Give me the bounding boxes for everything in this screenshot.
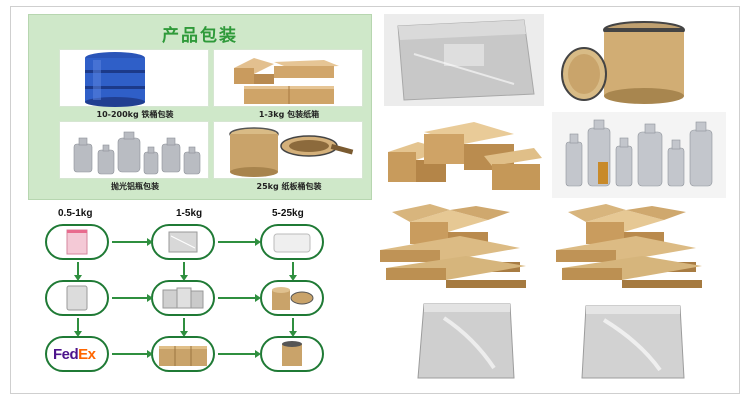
cardboard-boxes-image: [213, 49, 363, 107]
flow-arrow-down: [180, 262, 188, 281]
flow-arrow-down: [74, 262, 82, 281]
fiber-drums-image: [213, 121, 363, 179]
steel-drum-caption: 10-200kg 铁桶包装: [96, 110, 174, 119]
flow-arrow-right: [112, 238, 153, 246]
steel-drum-image: [59, 49, 209, 107]
flow-arrow-down: [289, 318, 297, 337]
flow-arrow-down: [74, 318, 82, 337]
flow-column-header-3: 5-25kg: [272, 208, 304, 219]
cardboard-boxes-caption: 1-3kg 包装纸箱: [258, 110, 320, 119]
panel-title: 产品包装: [162, 26, 238, 46]
flow-node-foil-bags: [151, 224, 215, 260]
aluminum-bottles-image: [59, 121, 209, 179]
flow-column-header-1: 0.5-1kg: [58, 208, 93, 219]
carton-boxes-photo: [384, 112, 544, 198]
flow-arrow-right: [112, 350, 153, 358]
flow-arrow-down: [180, 318, 188, 337]
product-packaging-panel: 产品包装 10-200kg 铁桶包装 1-3kg 包装纸箱: [28, 14, 372, 200]
stacked-cartons-photo-right: [556, 204, 706, 290]
flow-arrow-down: [289, 262, 297, 281]
foil-pouch-photo-right: [556, 298, 712, 384]
foil-bag-photo: [384, 14, 544, 106]
stacked-cartons-photo-left: [380, 204, 530, 290]
flow-node-carton-stack: [151, 336, 215, 372]
flow-node-courier: FedEx: [45, 336, 109, 372]
aluminum-bottles-photo: [552, 112, 726, 198]
flow-node-small-zip-bag: [45, 224, 109, 260]
fiber-drum-photo: [554, 14, 726, 106]
fedex-logo: FedEx: [53, 346, 96, 363]
flow-node-fiber-drum-open: [260, 280, 324, 316]
foil-pouch-photo-left: [384, 298, 548, 384]
flow-arrow-right: [218, 238, 261, 246]
flow-column-header-2: 1-5kg: [176, 208, 203, 219]
aluminum-bottles-caption: 抛光铝瓶包装: [111, 182, 159, 191]
fiber-drums-caption: 25kg 纸板桶包装: [256, 182, 322, 191]
flow-node-fiber-drum-closed: [260, 336, 324, 372]
flow-arrow-right: [112, 294, 153, 302]
flow-node-foil-pouch: [45, 280, 109, 316]
flow-node-foil-pouches-group: [151, 280, 215, 316]
flow-arrow-right: [218, 350, 261, 358]
flow-node-large-poly-bag: [260, 224, 324, 260]
flow-arrow-right: [218, 294, 261, 302]
